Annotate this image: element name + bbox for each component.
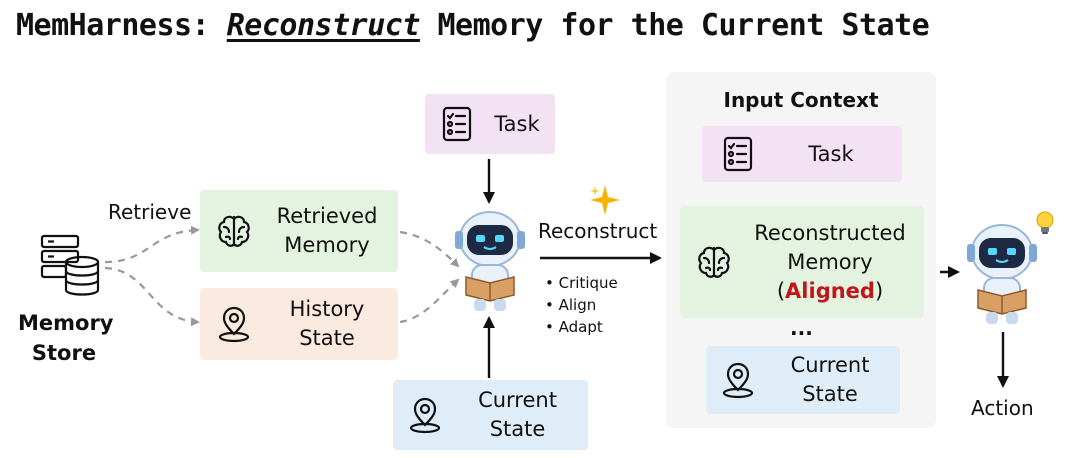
current-state-bottom-line2: State — [489, 417, 546, 441]
title-emphasis: Reconstruct — [226, 8, 421, 43]
memory-to-robot-arrow — [399, 230, 460, 268]
checklist-icon — [435, 104, 479, 144]
reconstructed-line2: Memory — [787, 249, 873, 274]
aligned-label: Aligned — [785, 278, 875, 303]
history-state-line1: History — [289, 297, 365, 321]
action-label: Action — [971, 396, 1034, 420]
page-title: MemHarness: Reconstruct Memory for the C… — [16, 8, 930, 43]
task-box-top: Task — [425, 94, 555, 154]
input-context-heading: Input Context — [723, 88, 879, 112]
operation-item: Align — [545, 294, 618, 316]
robot-agent-icon — [452, 205, 528, 319]
operation-item: Adapt — [545, 316, 618, 338]
retrieved-memory-line2: Memory — [284, 233, 370, 257]
retrieved-memory-line1: Retrieved — [276, 204, 378, 228]
retrieve-label: Retrieve — [108, 200, 192, 224]
lightbulb-icon — [1034, 210, 1056, 240]
brain-icon — [692, 242, 736, 282]
history-to-robot-arrow — [399, 278, 460, 324]
memory-store-label: Memory Store — [18, 308, 114, 368]
current-state-bottom-line1: Current — [478, 388, 557, 412]
reconstruct-label: Reconstruct — [538, 219, 658, 243]
memory-store-line1: Memory — [18, 311, 114, 335]
checklist-icon — [716, 134, 760, 174]
task-box-context: Task — [702, 126, 902, 182]
location-pin-icon — [716, 360, 760, 400]
history-state-line2: State — [299, 326, 355, 350]
title-suffix: Memory for the Current State — [419, 8, 930, 43]
operation-item: Critique — [545, 272, 618, 294]
reconstructed-memory-box: Reconstructed Memory (Aligned) — [680, 206, 924, 318]
paren-open: ( — [776, 278, 786, 303]
paren-close: ) — [874, 278, 884, 303]
context-ellipsis: ... — [790, 316, 813, 340]
context-task-label: Task — [808, 141, 854, 166]
operations-list: Critique Align Adapt — [545, 272, 618, 338]
robot-agent-icon — [964, 218, 1040, 332]
location-pin-icon — [403, 395, 447, 435]
reconstructed-line1: Reconstructed — [754, 220, 906, 245]
brain-icon — [212, 211, 256, 251]
aligned-line: (Aligned) — [736, 277, 924, 306]
memory-store-line2: Store — [31, 341, 97, 365]
location-pin-icon — [212, 304, 256, 344]
sparkle-icon — [588, 183, 622, 221]
server-database-icon — [38, 232, 102, 300]
context-state-line1: Current — [790, 353, 870, 377]
context-state-line2: State — [802, 382, 858, 406]
task-top-label: Task — [494, 111, 540, 136]
history-arrow — [104, 266, 200, 327]
retrieve-arrow — [104, 225, 200, 264]
title-prefix: MemHarness: — [16, 8, 227, 43]
